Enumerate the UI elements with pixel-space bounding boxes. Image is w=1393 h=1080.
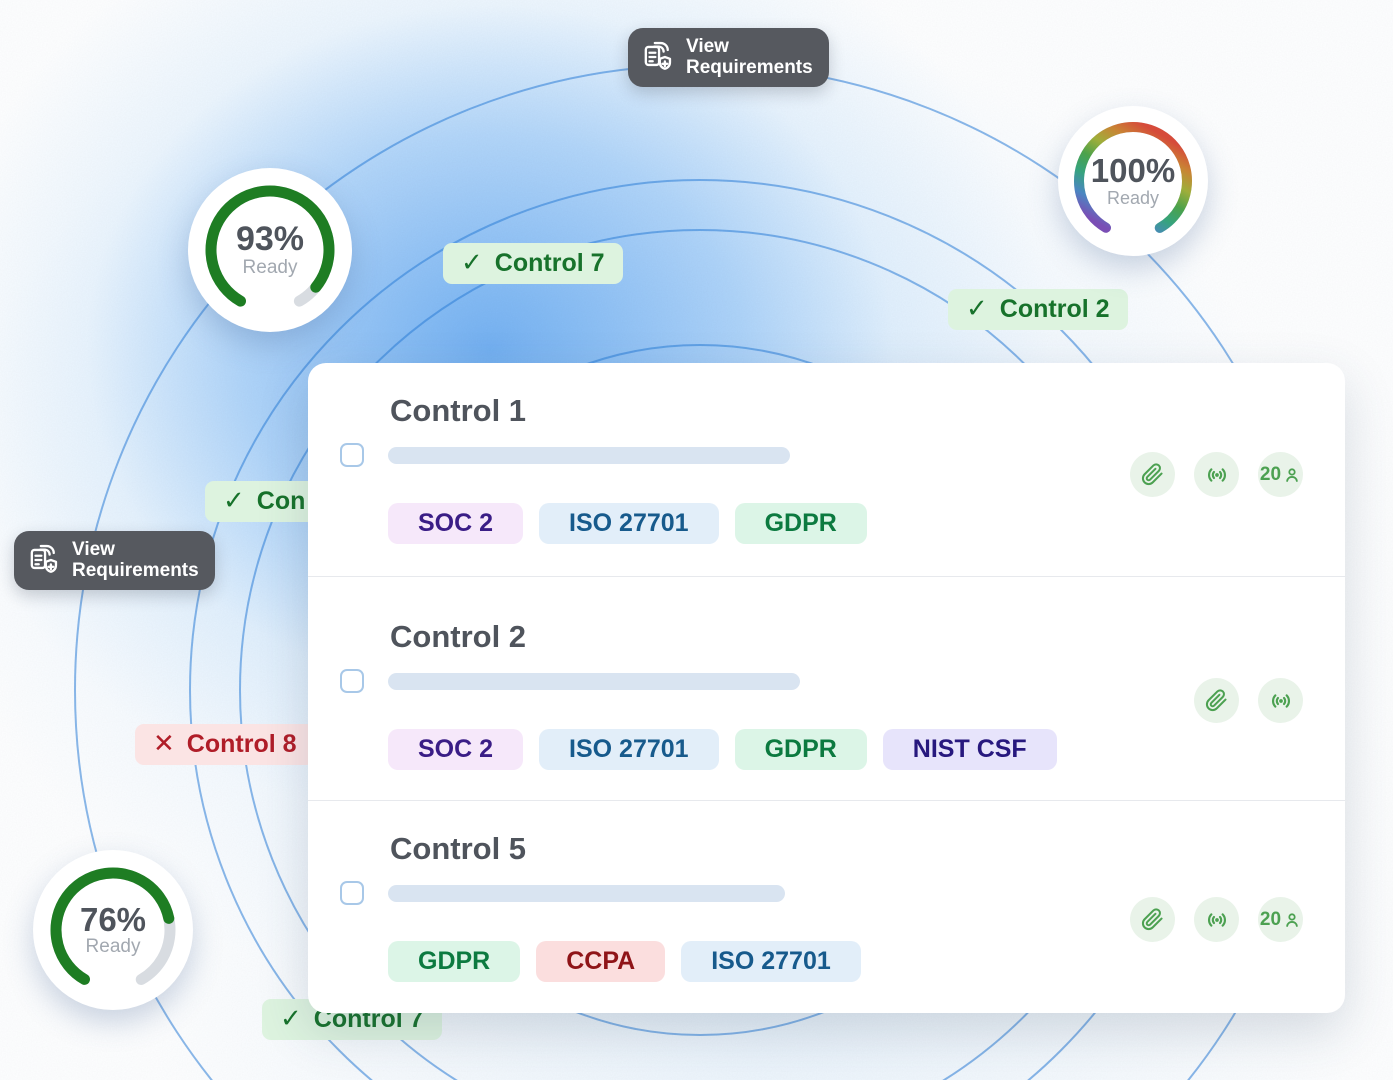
control-title: Control 1 xyxy=(390,393,527,428)
framework-tag: ISO 27701 xyxy=(539,503,719,544)
view-requirements-label-line2: Requirements xyxy=(686,57,813,79)
check-icon: ✓ xyxy=(461,247,483,277)
gauge-ready-label: Ready xyxy=(242,256,298,278)
control-status-pill[interactable]: ✓ Control 2 xyxy=(948,289,1128,330)
control-status-pill[interactable]: ✓ Con xyxy=(205,481,324,522)
control-row: Control 1 SOC 2 ISO 27701 GDPR 20 xyxy=(308,363,1345,576)
gauge-ready-label: Ready xyxy=(1106,187,1160,208)
control-status-pill[interactable]: ✕ Control 8 xyxy=(135,724,315,765)
framework-tag: GDPR xyxy=(734,503,867,544)
view-requirements-label-line1: View xyxy=(686,36,729,57)
framework-tag: SOC 2 xyxy=(388,503,524,544)
framework-tag: NIST CSF xyxy=(882,729,1057,770)
gauge-value: 76% xyxy=(79,900,147,938)
document-add-shield-icon xyxy=(644,42,672,71)
framework-tag: ISO 27701 xyxy=(539,729,719,770)
control-title: Control 2 xyxy=(390,619,527,654)
pill-label: Control 7 xyxy=(494,249,605,277)
control-checkbox[interactable] xyxy=(340,881,364,905)
framework-tag: SOC 2 xyxy=(388,729,524,770)
pill-label: Con xyxy=(256,487,306,515)
progress-bar xyxy=(388,446,790,464)
view-requirements-button[interactable]: View Requirements xyxy=(14,531,215,590)
broadcast-icon[interactable] xyxy=(1194,452,1239,497)
control-checkbox[interactable] xyxy=(340,443,364,467)
framework-tag: ISO 27701 xyxy=(681,941,861,982)
gauge-value: 93% xyxy=(235,220,305,259)
paperclip-icon[interactable] xyxy=(1130,897,1175,942)
control-row: Control 2 SOC 2 ISO 27701 GDPR NIST CSF xyxy=(308,576,1345,800)
view-requirements-button[interactable]: View Requirements xyxy=(628,28,829,87)
paperclip-icon[interactable] xyxy=(1130,452,1175,497)
check-icon: ✓ xyxy=(280,1003,302,1033)
assignees-icon[interactable]: 20 xyxy=(1258,897,1303,942)
assignee-count: 20 xyxy=(1259,908,1282,930)
framework-tag: GDPR xyxy=(388,941,521,982)
readiness-gauge: 93%Ready xyxy=(188,168,352,332)
progress-bar xyxy=(388,672,800,690)
readiness-gauge: 76%Ready xyxy=(33,850,193,1010)
control-checkbox[interactable] xyxy=(340,669,364,693)
broadcast-icon[interactable] xyxy=(1258,678,1303,723)
framework-tag: CCPA xyxy=(536,941,666,982)
assignee-count: 20 xyxy=(1259,463,1282,485)
broadcast-icon[interactable] xyxy=(1194,897,1239,942)
framework-tag: GDPR xyxy=(734,729,867,770)
view-requirements-label-line2: Requirements xyxy=(72,560,199,582)
gauge-value: 100% xyxy=(1090,152,1176,190)
check-icon: ✓ xyxy=(966,293,988,323)
control-row: Control 5 GDPR CCPA ISO 27701 20 xyxy=(308,800,1345,1013)
x-icon: ✕ xyxy=(153,728,175,758)
assignees-icon[interactable]: 20 xyxy=(1258,452,1303,497)
paperclip-icon[interactable] xyxy=(1194,678,1239,723)
readiness-gauge: 100%Ready xyxy=(1058,106,1208,256)
gauge-ready-label: Ready xyxy=(85,936,141,958)
progress-bar xyxy=(388,884,785,902)
control-status-pill[interactable]: ✓ Control 7 xyxy=(443,243,623,284)
pill-label: Control 8 xyxy=(186,730,297,758)
document-add-shield-icon xyxy=(30,545,58,574)
pill-label: Control 2 xyxy=(999,295,1110,323)
view-requirements-label-line1: View xyxy=(72,539,115,560)
control-title: Control 5 xyxy=(390,831,527,866)
check-icon: ✓ xyxy=(223,485,245,515)
